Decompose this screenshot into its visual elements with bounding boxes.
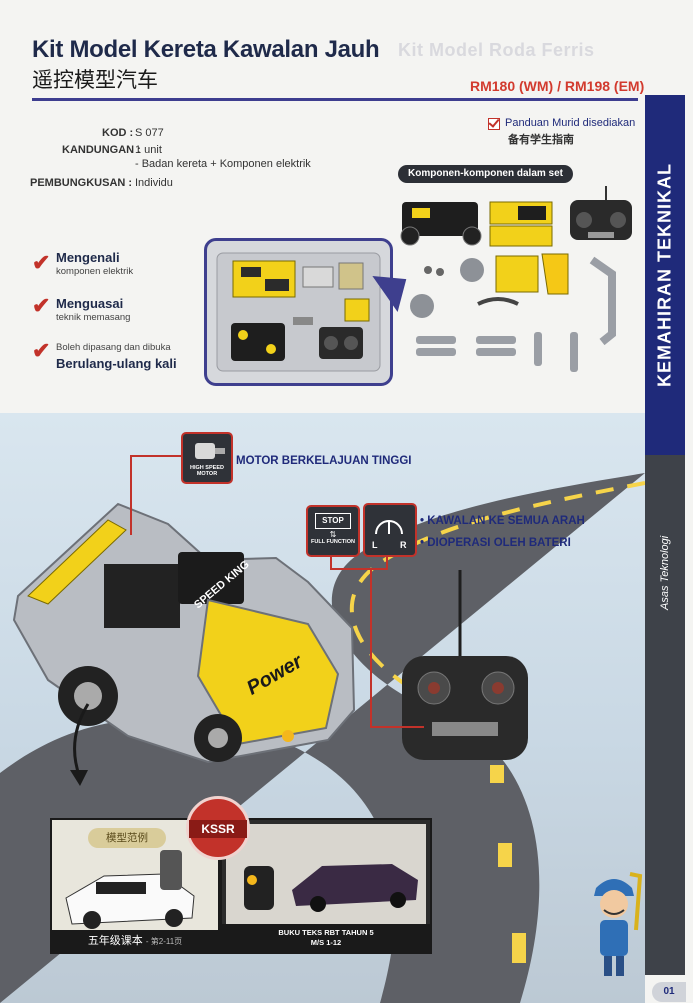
guide-note: Panduan Murid disediakan bbox=[505, 117, 636, 129]
down-arrow-icon bbox=[70, 703, 90, 786]
connector-line bbox=[370, 568, 372, 728]
checkbox-icon bbox=[488, 118, 500, 130]
kit-box-illustration bbox=[216, 252, 381, 372]
steering-left-label: L bbox=[372, 540, 378, 550]
kit-box-image bbox=[204, 238, 393, 386]
control-feature-label: • KAWALAN KE SEMUA ARAH bbox=[420, 515, 585, 527]
kssr-badge: KSSR bbox=[186, 796, 250, 860]
model-car-illustration: SPEED KING Power bbox=[12, 502, 356, 764]
kod-label: KOD : bbox=[102, 127, 134, 139]
battery-feature-label: • DIOPERASI OLEH BATERI bbox=[420, 537, 571, 549]
stop-icon-caption: FULL FUNCTION bbox=[311, 539, 355, 545]
feature-text: Boleh dipasang dan dibuka bbox=[56, 342, 171, 353]
components-title: Komponen-komponen dalam set bbox=[398, 165, 574, 183]
check-icon: ✔ bbox=[32, 293, 51, 318]
page-title: Kit Model Kereta Kawalan Jauh bbox=[32, 36, 380, 63]
feature-title: Menguasai bbox=[56, 296, 124, 311]
feature-text: komponen elektrik bbox=[56, 266, 134, 277]
motor-icon-caption: HIGH SPEED MOTOR bbox=[190, 465, 224, 477]
subject-band bbox=[645, 455, 685, 975]
feature-title: Mengenali bbox=[56, 250, 120, 265]
check-icon: ✔ bbox=[32, 338, 51, 363]
section-band-label: KEMAHIRAN TEKNIKAL bbox=[654, 163, 675, 387]
guide-note-chinese: 备有学生指南 bbox=[508, 133, 574, 146]
textbook-caption-1: 五年级课本 - 第2-11页 bbox=[50, 930, 220, 952]
connector-line bbox=[370, 726, 424, 728]
mascot-illustration bbox=[594, 872, 643, 976]
pembungkusan-label: PEMBUNGKUSAN : bbox=[30, 177, 133, 189]
kandungan-label: KANDUNGAN : bbox=[62, 144, 141, 156]
section-band bbox=[645, 95, 685, 455]
textbook-caption-2: BUKU TEKS RBT TAHUN 5 M/S 1-12 bbox=[220, 924, 432, 952]
price-label: RM180 (WM) / RM198 (EM) bbox=[470, 78, 645, 94]
kandungan-value-1: 1 unit bbox=[135, 144, 162, 156]
components-illustration bbox=[400, 186, 632, 372]
feature-text: teknik memasang bbox=[56, 312, 131, 323]
steering-icon: L R bbox=[363, 503, 417, 557]
connector-line bbox=[330, 568, 386, 570]
connector-line bbox=[130, 455, 182, 457]
stop-icon: STOP ⇅ FULL FUNCTION bbox=[306, 505, 360, 557]
model-example-badge: 模型范例 bbox=[88, 828, 166, 848]
remote-control-illustration bbox=[402, 570, 528, 760]
stop-icon-label: STOP bbox=[315, 513, 351, 529]
connector-line bbox=[330, 552, 332, 570]
page-number: 01 bbox=[652, 982, 686, 1002]
kod-value: S 077 bbox=[135, 127, 164, 139]
steering-right-label: R bbox=[400, 540, 407, 550]
subject-band-label: Asas Teknologi bbox=[659, 535, 671, 610]
pembungkusan-value: Individu bbox=[135, 177, 173, 189]
title-rule bbox=[32, 98, 638, 101]
connector-line bbox=[130, 455, 132, 535]
kandungan-value-2: - Badan kereta + Komponen elektrik bbox=[135, 158, 311, 170]
motor-feature-label: MOTOR BERKELAJUAN TINGGI bbox=[236, 455, 412, 467]
check-icon: ✔ bbox=[32, 250, 51, 275]
kssr-label: KSSR bbox=[189, 820, 247, 838]
motor-icon: HIGH SPEED MOTOR bbox=[181, 432, 233, 484]
ghost-heading: Kit Model Roda Ferris bbox=[398, 40, 595, 60]
connector-line bbox=[386, 552, 388, 570]
feature-title: Berulang-ulang kali bbox=[56, 356, 177, 371]
page-title-chinese: 遥控模型汽车 bbox=[32, 68, 158, 92]
